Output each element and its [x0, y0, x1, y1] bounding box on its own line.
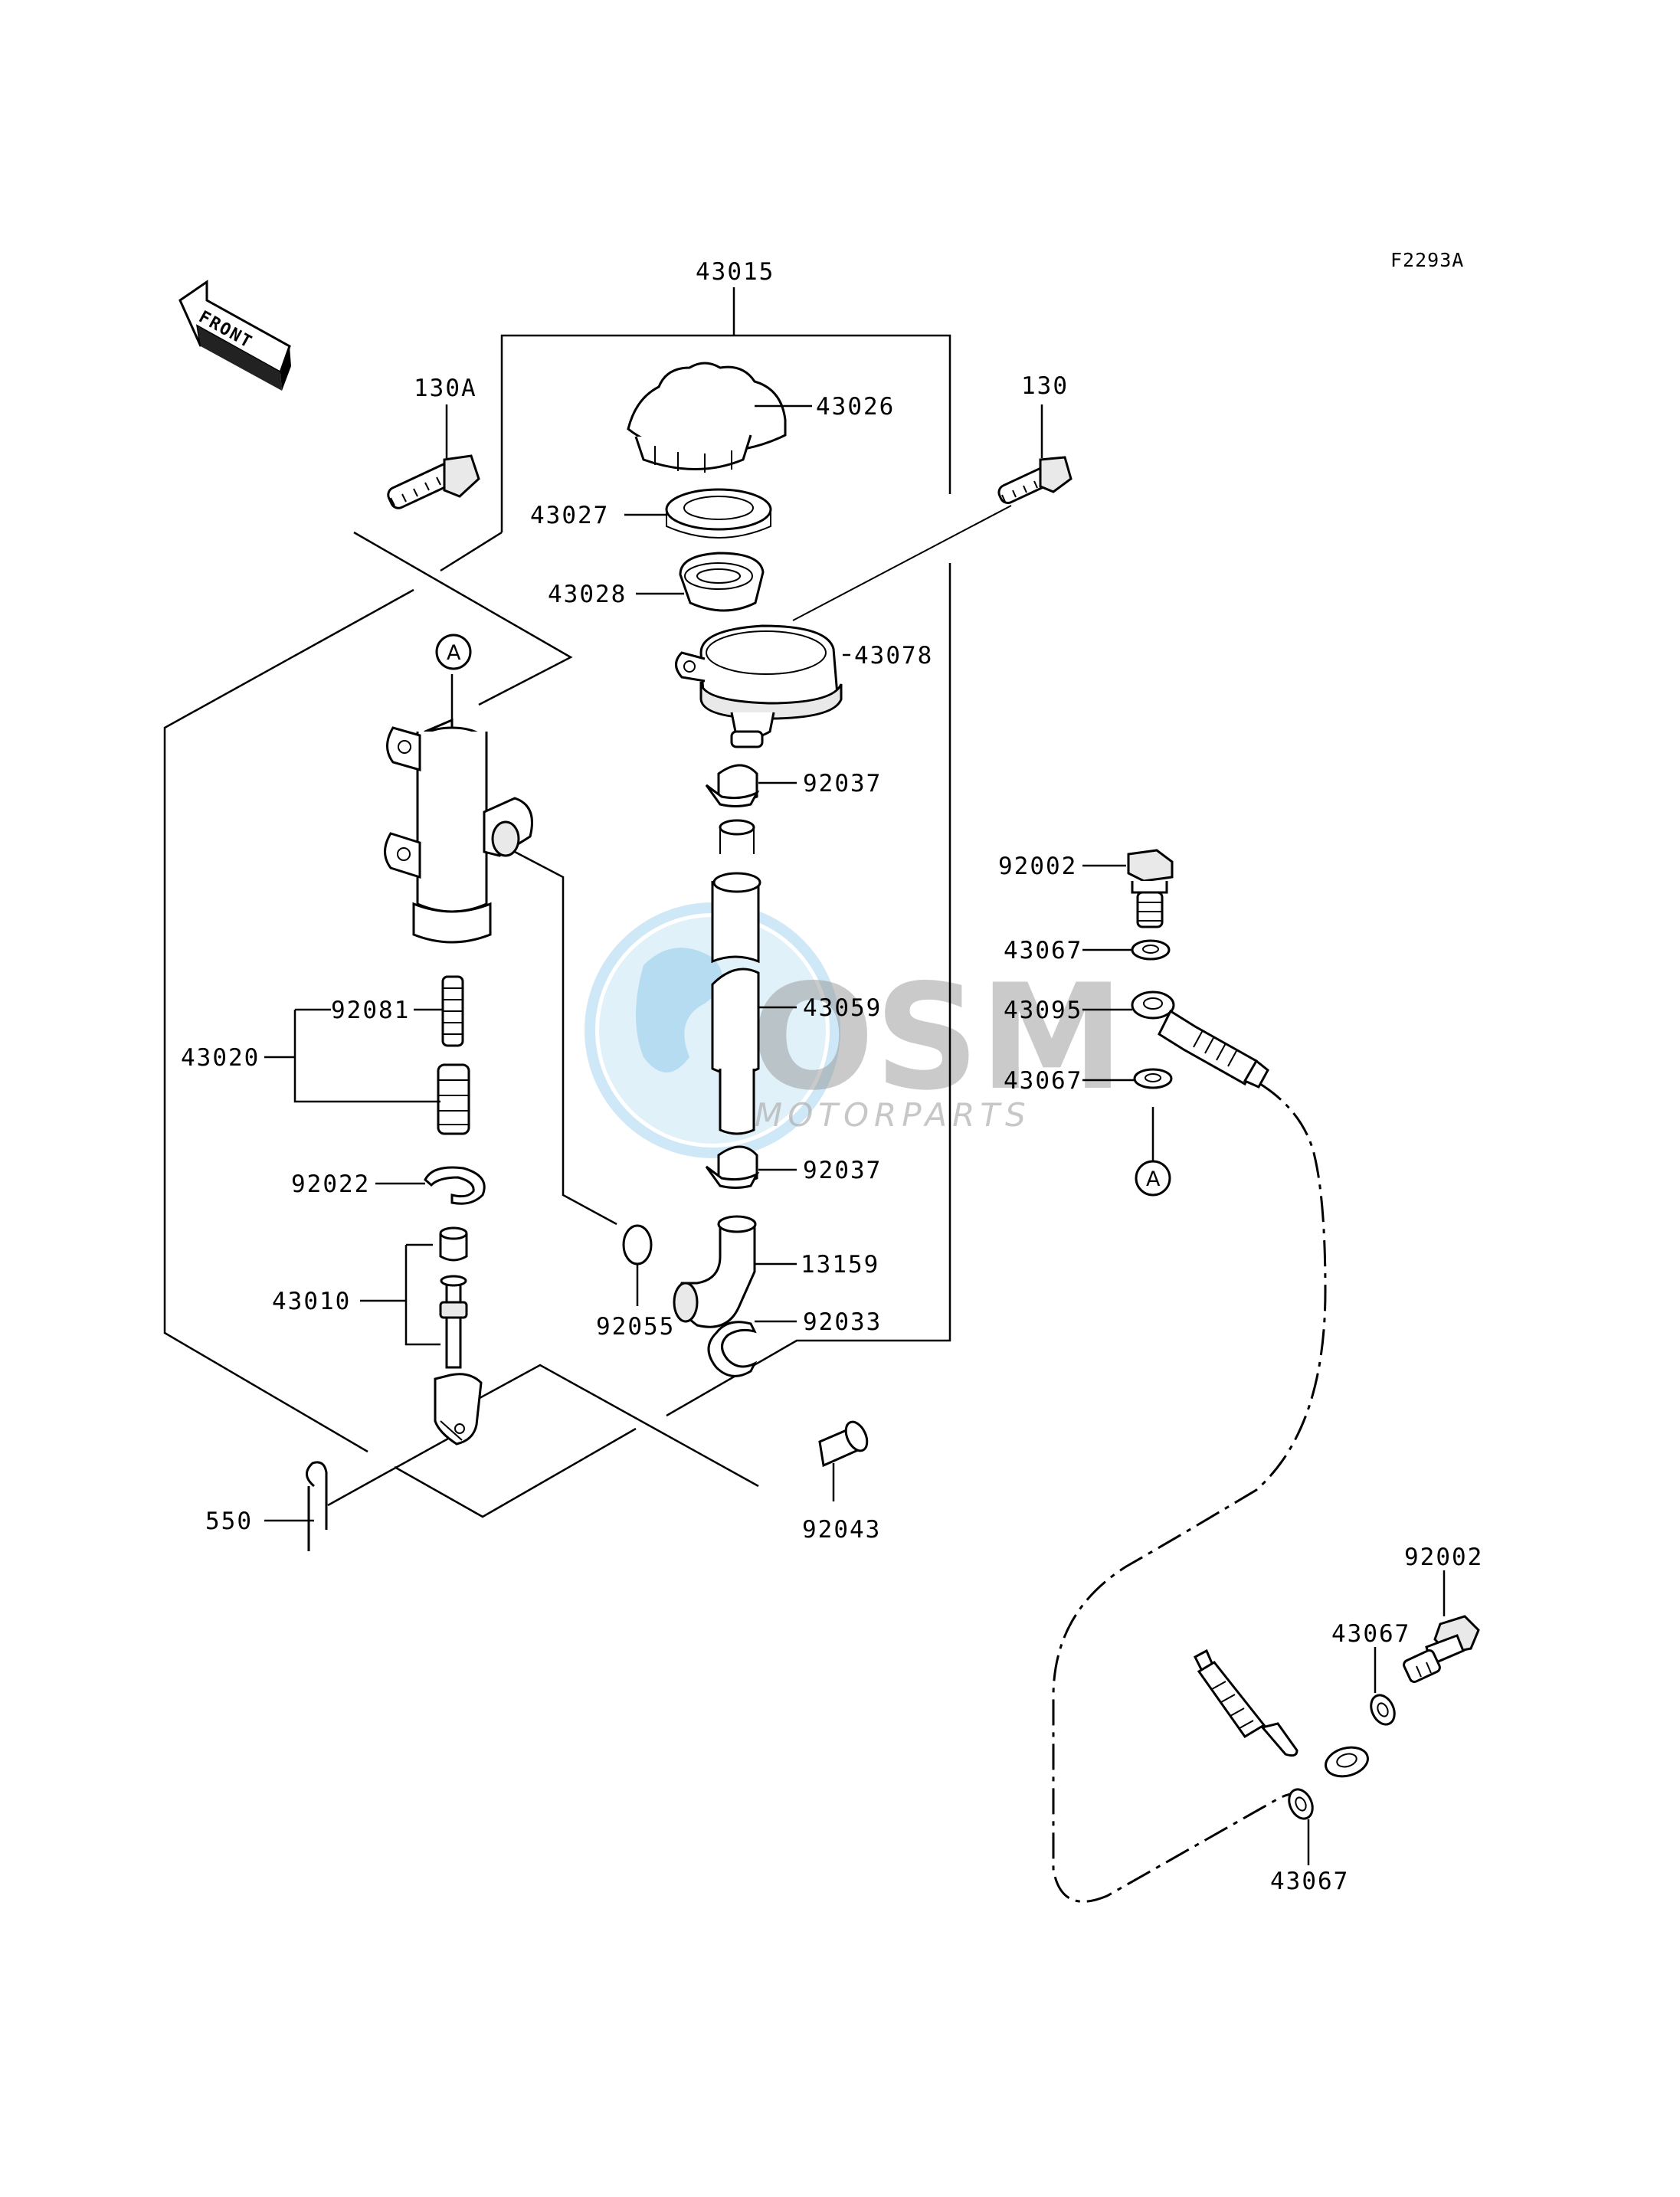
reservoir-43078 [675, 624, 850, 748]
label-43026: 43026 [816, 393, 895, 421]
label-43078: 43078 [854, 642, 933, 670]
watermark-sub: MOTORPARTS [755, 1096, 1031, 1134]
pushrod-43010 [327, 1226, 483, 1507]
washer-43067-b [1082, 1068, 1173, 1161]
assembly-outline [163, 531, 759, 1518]
clamp-92037-top [705, 764, 797, 807]
reservoir-cap-43026 [627, 362, 812, 473]
diaphragm-43027 [624, 488, 772, 539]
label-43015: 43015 [696, 258, 775, 286]
callout-a-top: A [435, 634, 472, 670]
label-43067-c: 43067 [1331, 1620, 1410, 1648]
label-92037-bottom: 92037 [803, 1157, 882, 1184]
label-130: 130 [1021, 372, 1069, 400]
fitting-13159 [673, 1215, 797, 1328]
bolt-130 [792, 404, 1073, 621]
label-92002-lower: 92002 [1404, 1544, 1483, 1571]
washer-43067-c [1370, 1647, 1396, 1726]
washer-43067-a [1082, 939, 1171, 961]
brake-hose-lower-fitting [1194, 1649, 1369, 1778]
part-labels: 43015 43026 43027 43028 43078 92037 4305… [181, 258, 1483, 1895]
master-cylinder-body [384, 674, 617, 1226]
washer-43067-d [1288, 1788, 1314, 1865]
label-92043: 92043 [802, 1516, 881, 1544]
circlip-92033 [707, 1320, 797, 1377]
label-43059: 43059 [803, 994, 882, 1022]
label-92081: 92081 [331, 997, 410, 1024]
callout-a-top-letter: A [447, 641, 461, 665]
plate-43028 [636, 552, 765, 612]
label-550: 550 [205, 1508, 253, 1535]
label-13159: 13159 [801, 1251, 879, 1279]
callout-a-bottom: A [1135, 1160, 1171, 1197]
pin-92043 [818, 1420, 869, 1501]
label-43067-b: 43067 [1004, 1067, 1082, 1095]
callout-a-bottom-letter: A [1146, 1167, 1161, 1191]
label-92055: 92055 [596, 1313, 675, 1341]
watermark-brand: OSM [751, 953, 1124, 1122]
hose-43059 [711, 819, 797, 1135]
banjo-bolt-92002-upper [1082, 849, 1174, 928]
label-92002-upper: 92002 [998, 853, 1077, 880]
label-43095: 43095 [1004, 997, 1082, 1024]
piston-43020 [264, 1008, 470, 1135]
label-43010: 43010 [272, 1288, 351, 1315]
brake-hose-line [1052, 1082, 1327, 1903]
circlip-92022 [375, 1166, 486, 1205]
label-43067-d: 43067 [1270, 1868, 1349, 1895]
label-43067-a: 43067 [1004, 937, 1082, 964]
diagram-code: F2293A [1390, 249, 1464, 271]
spring-92081 [414, 975, 464, 1047]
label-43027: 43027 [530, 502, 609, 529]
label-130A: 130A [414, 375, 477, 402]
label-92033: 92033 [803, 1308, 882, 1336]
label-92022: 92022 [291, 1171, 370, 1198]
bolt-130A [387, 404, 480, 509]
clamp-92037-bottom [705, 1145, 797, 1189]
osm-watermark: OSM MOTORPARTS [585, 902, 1124, 1158]
label-92037-top: 92037 [803, 770, 882, 797]
brake-hose-43095-upper-fitting [1082, 990, 1269, 1089]
cotter-pin-550 [264, 1461, 328, 1551]
assembly-43015-bracket [500, 287, 951, 1417]
label-43020: 43020 [181, 1044, 260, 1072]
o-ring-92055 [622, 1224, 653, 1306]
label-43028: 43028 [548, 581, 627, 608]
banjo-bolt-92002-lower [1403, 1570, 1480, 1683]
front-arrow-icon: FRONT [178, 280, 291, 391]
